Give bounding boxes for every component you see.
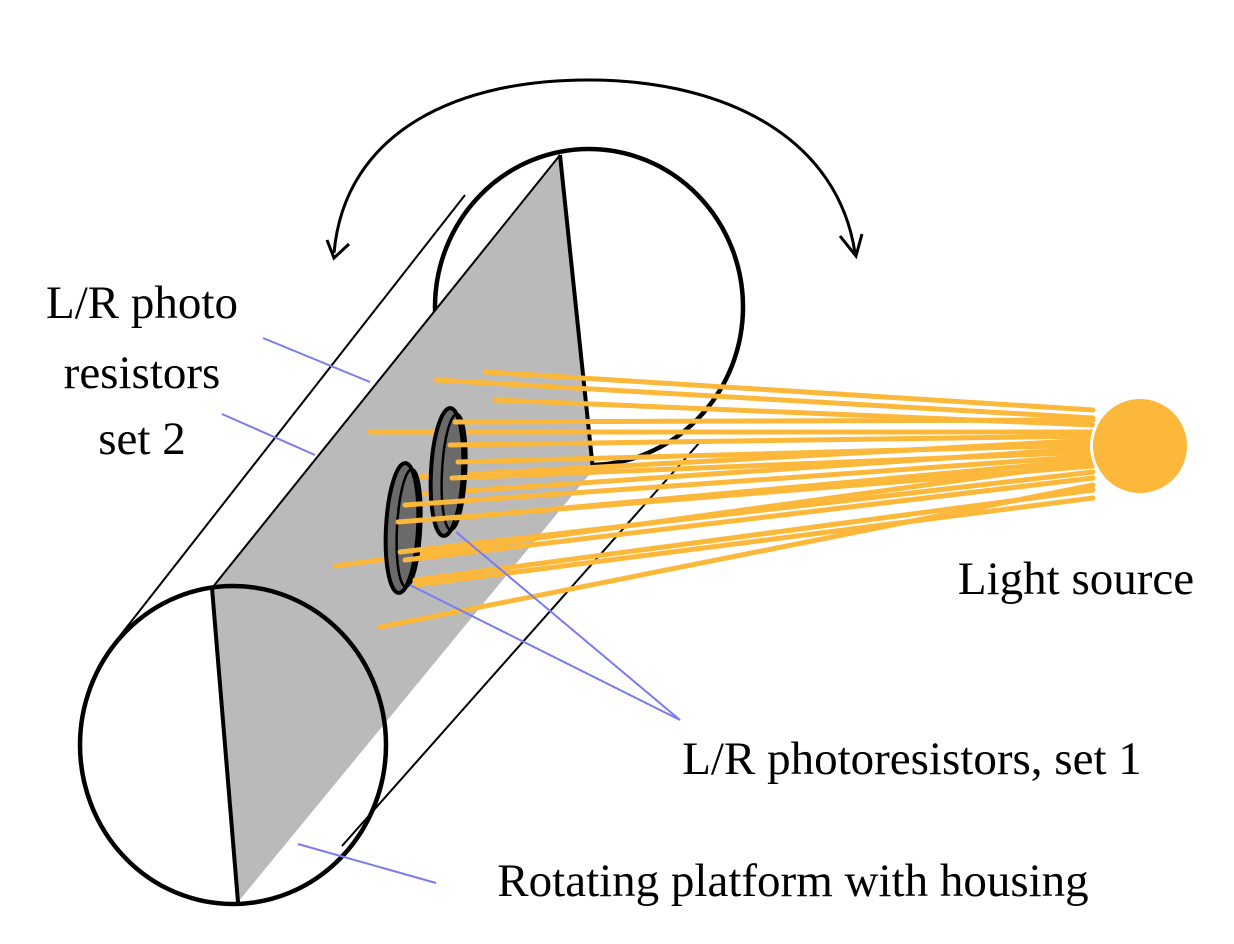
photoresistor-set-2-label-line-3: set 2 — [98, 413, 185, 465]
housing-side-top — [111, 194, 466, 647]
light-rays-front — [395, 417, 1096, 588]
light-source-icon — [1090, 396, 1190, 496]
housing-front-end — [77, 583, 389, 907]
leader-lines — [221, 337, 681, 884]
housing-side-bottom — [341, 441, 701, 847]
rotation-arrow-icon — [325, 78, 864, 261]
photoresistor-set-2-label-line-2: resistors — [64, 347, 221, 399]
photoresistor-set-1-label: L/R photoresistors, set 1 — [682, 733, 1142, 785]
light-source-label: Light source — [958, 553, 1194, 605]
photoresistor-set-2-label-line-1: L/R photo — [46, 277, 238, 329]
rotating-platform-label: Rotating platform with housing — [497, 855, 1088, 907]
